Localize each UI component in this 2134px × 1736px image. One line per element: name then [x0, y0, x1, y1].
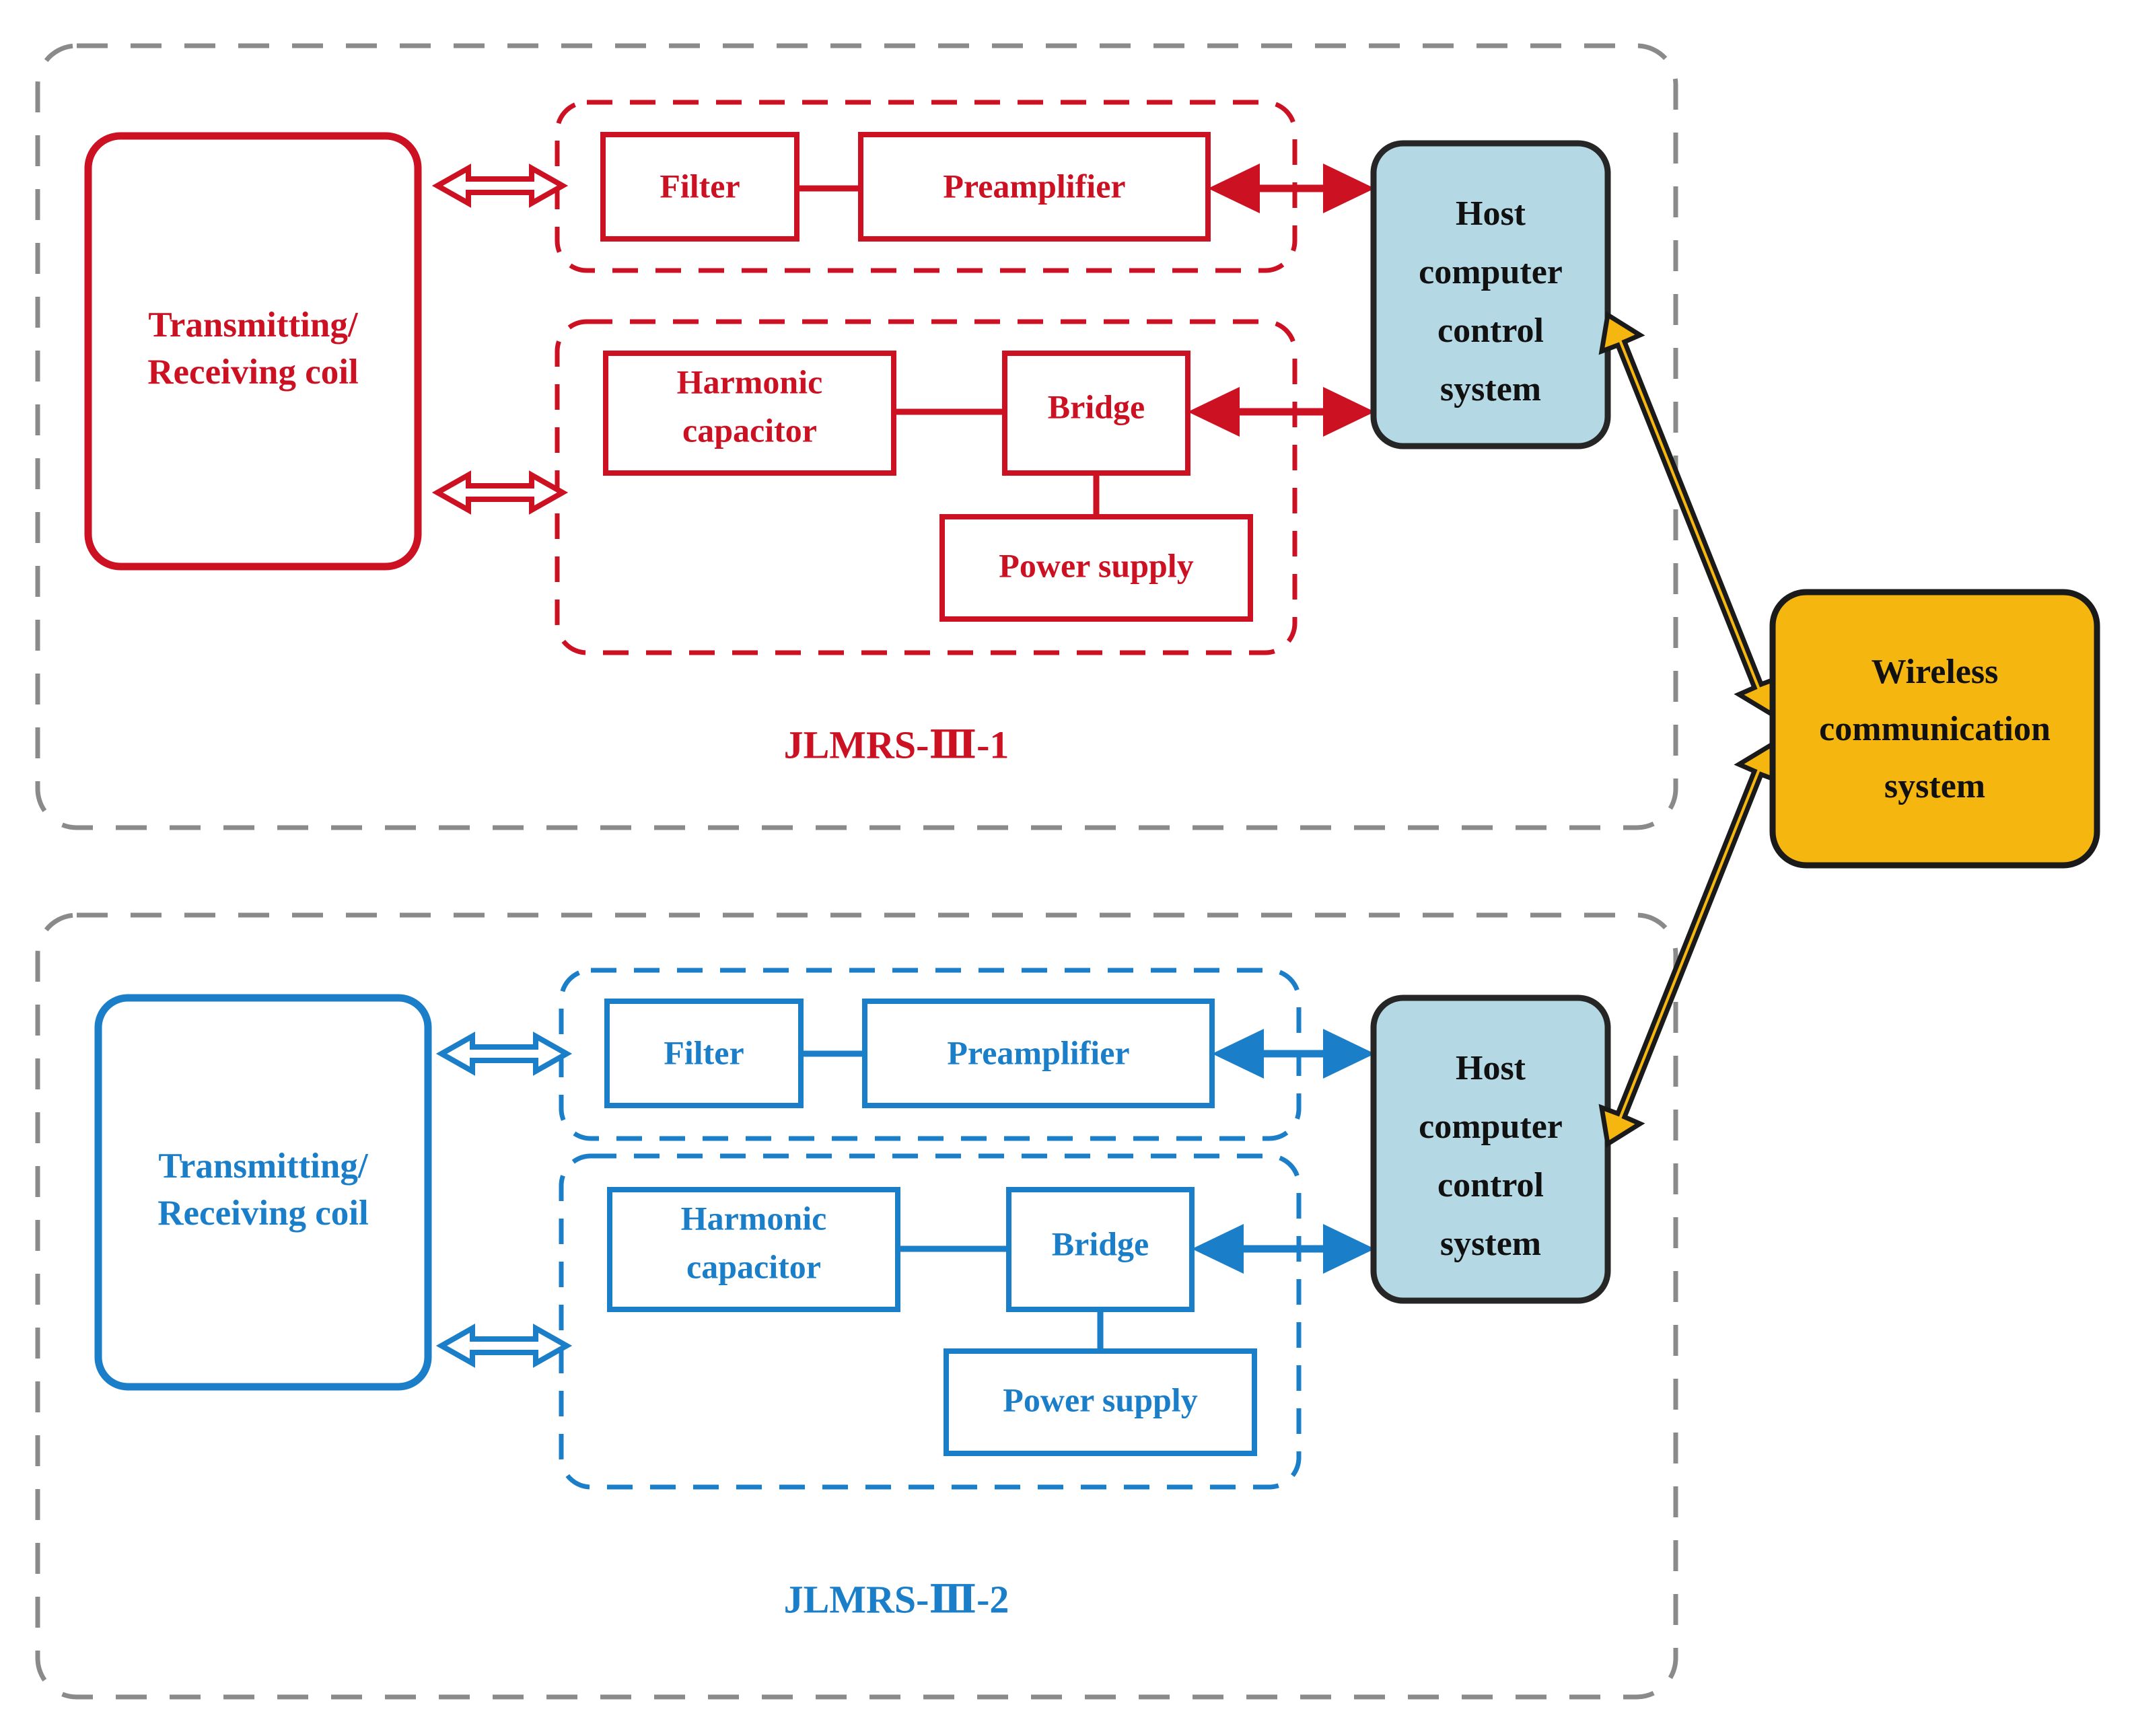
coil-receive-hollow-arrow-1	[431, 164, 569, 208]
host-label-2-line-2: computer	[1419, 1108, 1563, 1146]
power-supply-label-2: Power supply	[1003, 1381, 1197, 1418]
bridge-host-arrow-2	[1192, 1224, 1375, 1274]
transmit-group-2	[559, 1153, 1302, 1490]
host-label-2-line-1: Host	[1456, 1049, 1526, 1087]
harmonic-capacitor-label-2-line-2: capacitor	[686, 1247, 821, 1285]
system-2-caption: JLMRS-Ⅲ-2	[784, 1577, 1009, 1621]
host-label-2-line-3: control	[1437, 1166, 1544, 1204]
wireless-link-lower	[1598, 741, 1781, 1148]
bridge-label-2: Bridge	[1052, 1225, 1149, 1262]
preamp-host-arrow-1	[1208, 164, 1375, 213]
system-1-boundary	[35, 43, 1678, 830]
host-label-1-line-4: system	[1440, 370, 1541, 408]
coil-transmit-hollow-arrow-1	[431, 470, 569, 515]
power-supply-label-1: Power supply	[999, 546, 1193, 584]
filter-label-2: Filter	[664, 1034, 744, 1071]
filter-box-1[interactable]	[600, 132, 799, 242]
preamplifier-label-1: Preamplifier	[943, 167, 1125, 205]
preamplifier-box-1[interactable]	[858, 132, 1211, 242]
harmonic-capacitor-label-line-2: capacitor	[682, 411, 817, 449]
coil-receive-hollow-arrow-2	[435, 1032, 573, 1076]
coil-box-2[interactable]	[94, 994, 432, 1391]
wireless-label-line-3: system	[1884, 767, 1985, 805]
system-1-caption: JLMRS-Ⅲ-1	[784, 723, 1009, 766]
harmonic-capacitor-label-2-line-1: Harmonic	[681, 1199, 827, 1237]
coil-label-2-line-1: Transmitting/	[158, 1147, 368, 1186]
harmonic-capacitor-box-1[interactable]	[603, 351, 896, 476]
wireless-communication-box[interactable]	[1769, 589, 2100, 869]
filter-label-1: Filter	[660, 167, 740, 205]
bridge-host-arrow-1	[1188, 387, 1375, 437]
coil-transmit-hollow-arrow-2	[435, 1324, 573, 1368]
coil-label-line-2: Receiving coil	[147, 353, 359, 392]
wireless-label-line-1: Wireless	[1872, 653, 1999, 691]
coil-box-1[interactable]	[84, 132, 422, 571]
system-jlmrs-3-1: Transmitting/ Receiving coil Filter Prea…	[35, 43, 1678, 830]
host-label-2-line-4: system	[1440, 1225, 1541, 1263]
preamplifier-label-2: Preamplifier	[947, 1034, 1129, 1071]
system-2-boundary	[35, 912, 1678, 1700]
preamplifier-box-2[interactable]	[862, 999, 1215, 1108]
host-label-1-line-2: computer	[1419, 253, 1563, 291]
coil-label-2-line-2: Receiving coil	[157, 1194, 369, 1233]
harmonic-capacitor-label-line-1: Harmonic	[677, 363, 823, 400]
bridge-box-2[interactable]	[1006, 1187, 1195, 1312]
host-label-1-line-3: control	[1437, 312, 1544, 350]
system-jlmrs-3-2: Transmitting/ Receiving coil Filter Prea…	[35, 912, 1678, 1700]
preamp-host-arrow-2	[1212, 1029, 1375, 1079]
wireless-label-line-2: communication	[1819, 710, 2051, 748]
host-computer-box-2[interactable]	[1370, 994, 1611, 1304]
power-supply-box-2[interactable]	[944, 1348, 1257, 1456]
wireless-link-upper	[1598, 311, 1781, 718]
host-computer-box-1[interactable]	[1370, 140, 1611, 449]
host-label-1-line-1: Host	[1456, 194, 1526, 233]
coil-label-line-1: Transmitting/	[148, 305, 358, 345]
bridge-label-1: Bridge	[1048, 388, 1145, 425]
